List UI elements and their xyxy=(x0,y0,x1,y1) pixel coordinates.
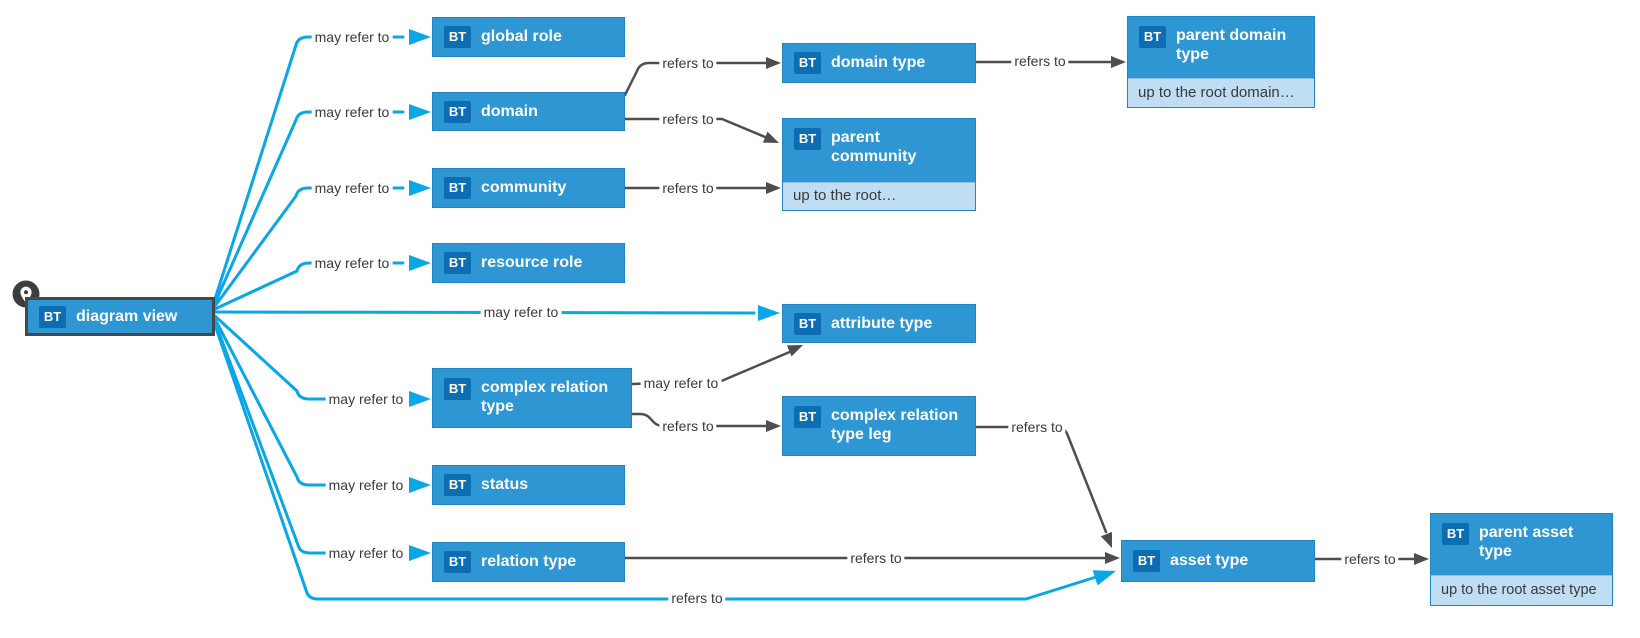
node-parent-domain-type[interactable]: BT parent domain type up to the root dom… xyxy=(1127,16,1315,108)
bt-badge: BT xyxy=(444,551,471,573)
node-status[interactable]: BT status xyxy=(432,465,625,505)
arrowhead xyxy=(766,420,781,432)
node-parent-asset-type[interactable]: BT parent asset type up to the root asse… xyxy=(1430,513,1613,606)
node-label: resource role xyxy=(481,254,583,272)
bt-badge: BT xyxy=(1139,26,1166,48)
arrowhead xyxy=(409,545,431,561)
arrowhead xyxy=(409,104,431,120)
bt-badge: BT xyxy=(444,252,471,274)
node-label: domain xyxy=(481,102,538,120)
arrowhead xyxy=(762,131,779,143)
edge-diagram-view-to-asset-type xyxy=(213,323,1114,601)
node-complex-relation-type-leg[interactable]: BT complex relation type leg xyxy=(782,396,976,456)
node-label: diagram view xyxy=(76,307,178,325)
node-diagram-view[interactable]: BT diagram view xyxy=(25,297,215,336)
arrowhead xyxy=(1100,531,1112,548)
edge-label: may refer to xyxy=(640,375,722,391)
edge-domain-to-parent-community xyxy=(623,117,767,139)
arrowhead xyxy=(766,57,781,69)
node-label: complex relation type leg xyxy=(831,407,959,444)
edge-diagram-view-to-status xyxy=(213,317,405,487)
edge-diagram-view-to-domain xyxy=(213,110,405,305)
edge-leg-to-asset-type xyxy=(974,425,1108,534)
edge-label: refers to xyxy=(1011,53,1069,69)
edge-label: may refer to xyxy=(325,545,407,561)
arrowhead xyxy=(766,182,781,194)
node-note: up to the root… xyxy=(783,181,975,210)
arrowhead xyxy=(1092,570,1116,586)
edge-label: refers to xyxy=(659,111,717,127)
node-note: up to the root domain… xyxy=(1128,77,1314,107)
node-label: relation type xyxy=(481,553,577,571)
arrowhead xyxy=(409,477,431,493)
edge-label: may refer to xyxy=(325,391,407,407)
bt-badge: BT xyxy=(444,177,471,199)
node-note: up to the root asset type xyxy=(1431,574,1612,605)
bt-badge: BT xyxy=(444,100,471,123)
node-asset-type[interactable]: BT asset type xyxy=(1121,540,1315,582)
node-complex-relation-type[interactable]: BT complex relation type xyxy=(432,368,632,428)
edge-label: may refer to xyxy=(480,304,562,320)
node-label: global role xyxy=(481,28,562,46)
arrowhead xyxy=(758,305,780,321)
edge-diagram-view-to-community xyxy=(213,186,405,308)
edge-label: may refer to xyxy=(311,104,393,120)
edge-diagram-view-to-global-role xyxy=(213,35,405,301)
edge-diagram-view-to-complex-relation-type xyxy=(213,314,405,401)
node-parent-community[interactable]: BT parent community up to the root… xyxy=(782,118,976,211)
edge-label: refers to xyxy=(1341,551,1399,567)
node-label: parent asset type xyxy=(1479,524,1574,561)
node-domain[interactable]: BT domain xyxy=(432,92,625,131)
node-resource-role[interactable]: BT resource role xyxy=(432,243,625,283)
edge-domain-to-domain-type xyxy=(623,61,769,97)
node-attribute-type[interactable]: BT attribute type xyxy=(782,304,976,343)
edge-label: refers to xyxy=(668,590,726,606)
edge-label: may refer to xyxy=(311,29,393,45)
arrowhead xyxy=(409,391,431,407)
arrowhead xyxy=(1414,553,1429,565)
node-community[interactable]: BT community xyxy=(432,168,625,208)
edge-label: refers to xyxy=(847,550,905,566)
edge-label: may refer to xyxy=(311,255,393,271)
bt-badge: BT xyxy=(39,305,66,328)
node-global-role[interactable]: BT global role xyxy=(432,17,625,57)
bt-badge: BT xyxy=(1442,523,1469,545)
node-domain-type[interactable]: BT domain type xyxy=(782,43,976,83)
node-label: status xyxy=(481,476,529,494)
edge-label: refers to xyxy=(659,418,717,434)
arrowhead xyxy=(409,255,431,271)
arrowhead xyxy=(409,180,431,196)
edge-label: may refer to xyxy=(311,180,393,196)
edge-label: refers to xyxy=(659,55,717,71)
bt-badge: BT xyxy=(794,128,821,150)
node-label: complex relation type xyxy=(481,379,609,416)
bt-badge: BT xyxy=(794,312,821,335)
arrowhead xyxy=(409,29,431,45)
bt-badge: BT xyxy=(444,378,471,400)
node-label: parent domain type xyxy=(1176,27,1287,64)
edge-label: refers to xyxy=(659,180,717,196)
bt-badge: BT xyxy=(444,26,471,48)
bt-badge: BT xyxy=(794,406,821,428)
bt-badge: BT xyxy=(794,52,821,74)
edge-label: refers to xyxy=(1008,419,1066,435)
edge-diagram-view-to-resource-role xyxy=(213,261,405,311)
edge-diagram-view-to-relation-type xyxy=(213,320,405,555)
node-label: asset type xyxy=(1170,552,1249,570)
arrowhead xyxy=(786,345,803,357)
arrowhead xyxy=(1111,56,1126,68)
node-label: parent community xyxy=(831,129,917,166)
node-label: domain type xyxy=(831,54,926,72)
arrowhead xyxy=(1105,552,1120,564)
node-label: community xyxy=(481,179,567,197)
edge-label: may refer to xyxy=(325,477,407,493)
bt-badge: BT xyxy=(1133,550,1160,572)
node-relation-type[interactable]: BT relation type xyxy=(432,542,625,582)
bt-badge: BT xyxy=(444,474,471,496)
node-label: attribute type xyxy=(831,314,933,332)
